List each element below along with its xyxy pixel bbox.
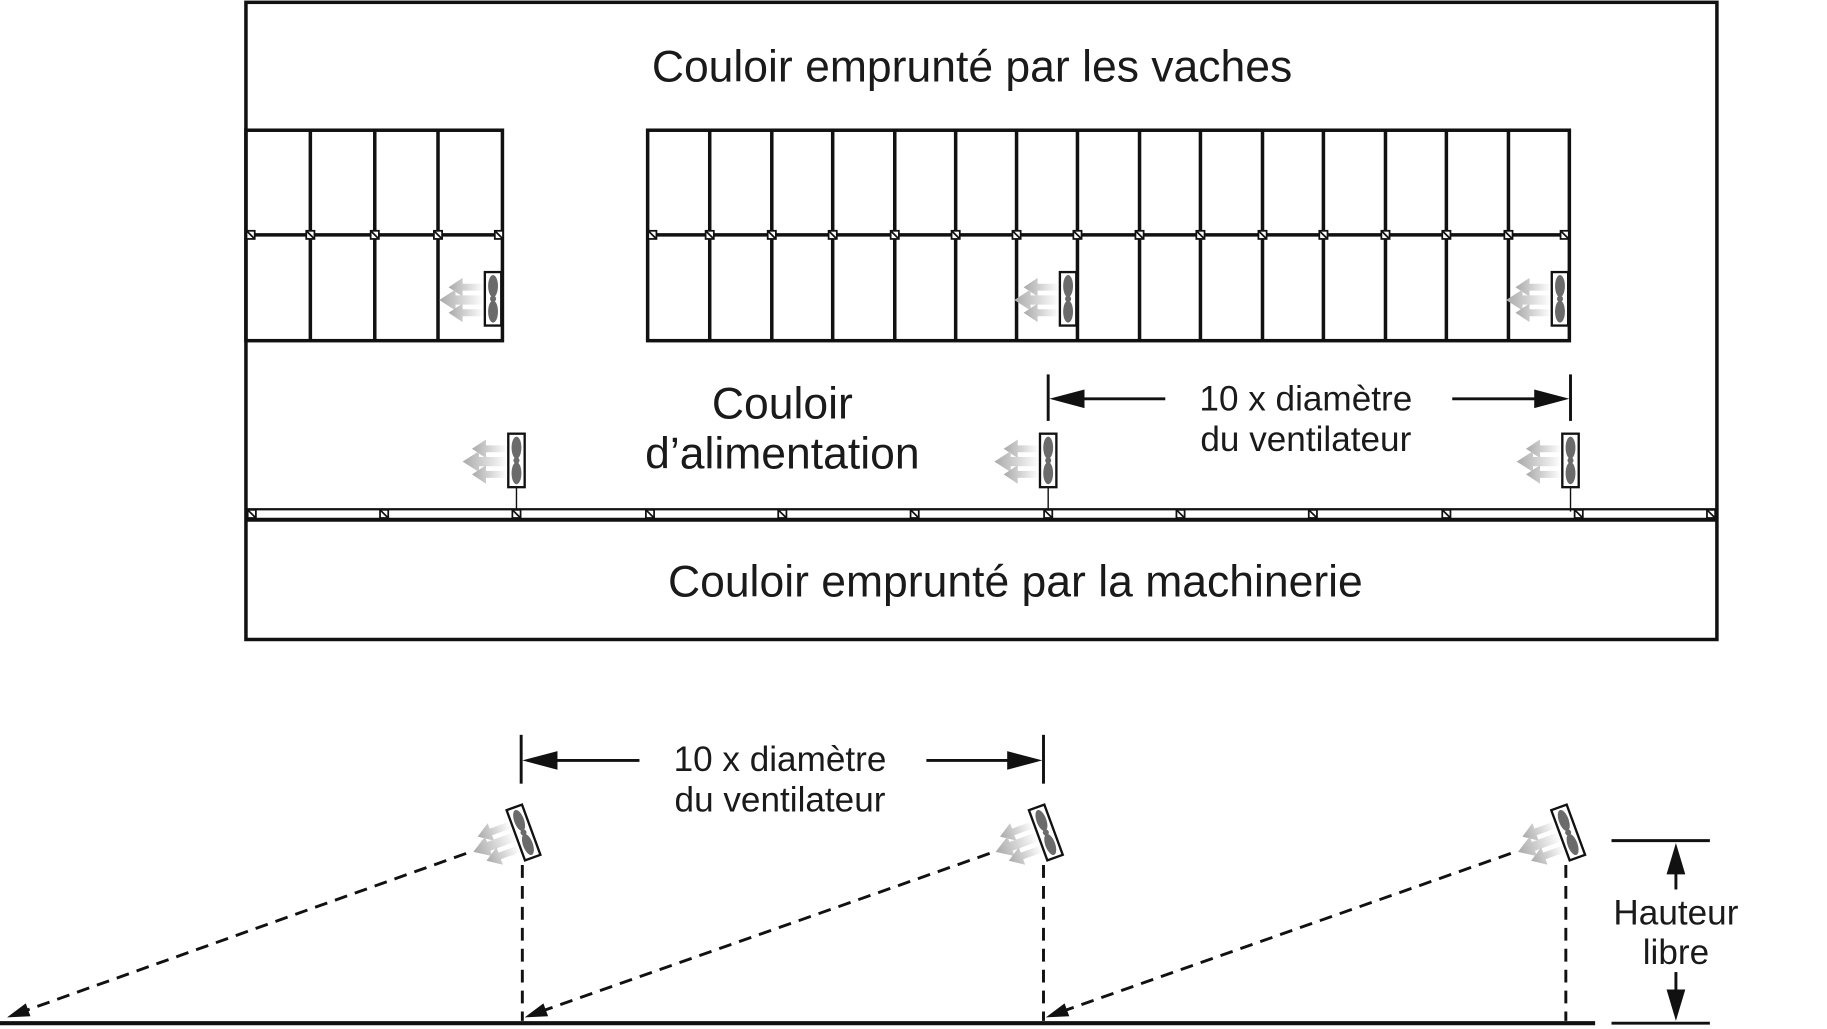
clearance-dimension (1611, 839, 1710, 1025)
airflow-arrowheads (7, 1003, 1070, 1018)
clearance-label: libre (1643, 933, 1709, 972)
feed-rail (245, 508, 1717, 522)
fan-icon (1014, 272, 1076, 325)
airflow-path (15, 852, 1568, 1021)
spacing-label: 10 x diamètre (674, 740, 887, 779)
spacing-label: 10 x diamètre (1199, 380, 1412, 419)
fan-icon (1508, 805, 1585, 876)
fan-icon (439, 272, 501, 325)
fan-icon (464, 805, 541, 876)
spacing-label: du ventilateur (675, 781, 886, 820)
feed-alley-label: Couloir (712, 380, 853, 429)
fan-icon (994, 434, 1056, 487)
fan-icon (463, 434, 525, 487)
feed-rail-posts (246, 508, 1717, 519)
fan-icon (986, 805, 1063, 876)
dimension-arrow-icon (1046, 374, 1572, 421)
clearance-label: Hauteur (1613, 893, 1738, 932)
section-view: 10 x diamètre du ventilateur (0, 734, 1739, 1026)
dimension-arrow-icon (519, 734, 1045, 784)
fan-icon (1517, 434, 1579, 487)
plan-view: Couloir emprunté par les vaches (244, 0, 1719, 642)
cow-alley-label: Couloir emprunté par les vaches (652, 43, 1292, 92)
barn-outline (244, 0, 1719, 642)
machinery-alley-label: Couloir emprunté par la machinerie (668, 558, 1363, 607)
feed-alley-label: d’alimentation (645, 430, 920, 479)
fan-icon (1506, 272, 1568, 325)
spacing-label: du ventilateur (1200, 420, 1411, 459)
stall-group-right (645, 128, 1572, 343)
